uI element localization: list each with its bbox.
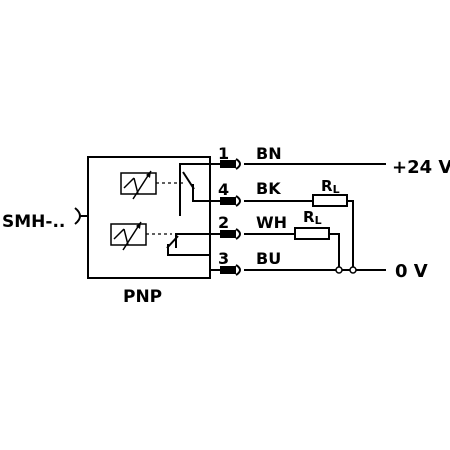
supply-negative-label: 0 V <box>395 261 428 282</box>
sensor-housing <box>87 156 211 279</box>
pin-connectors <box>220 158 241 276</box>
pin-number-1: 1 <box>218 144 229 163</box>
wire-label-bu: BU <box>256 249 281 268</box>
load-resistor-label-bk: RL <box>321 177 340 196</box>
switch-lower <box>166 233 220 271</box>
reed-element-lower <box>110 221 172 251</box>
wire-bk-return <box>347 200 354 270</box>
load-resistor-wh <box>294 227 330 240</box>
junction-dot <box>349 266 357 274</box>
switch-upper <box>179 163 220 202</box>
reed-element-upper <box>120 170 183 200</box>
load-resistor-bk <box>312 194 348 207</box>
pin-number-2: 2 <box>218 213 229 232</box>
output-type-label: PNP <box>123 287 162 307</box>
pin-number-3: 3 <box>218 249 229 268</box>
pin-number-4: 4 <box>218 180 229 199</box>
wire-wh-return <box>329 233 340 270</box>
load-resistor-label-wh: RL <box>303 208 322 227</box>
supply-positive-label: +24 V <box>392 157 450 178</box>
sensor-label: SMH-.. <box>2 212 65 232</box>
wire-label-wh: WH <box>256 213 287 232</box>
wire-label-bk: BK <box>256 179 281 198</box>
junction-dot <box>335 266 343 274</box>
wire-label-bn: BN <box>256 144 282 163</box>
